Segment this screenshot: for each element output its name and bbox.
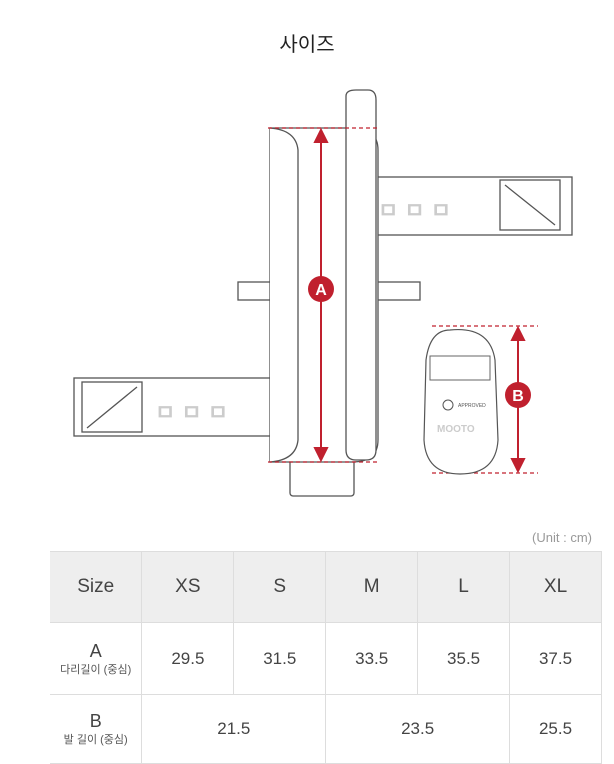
label-a-badge [308, 276, 334, 302]
page-title: 사이즈 [279, 34, 335, 56]
header-cell: M [325, 551, 419, 623]
header-cell: L [417, 551, 511, 623]
header-cell: XS [141, 551, 235, 623]
table-cell: 33.5 [325, 622, 419, 695]
label-a: A [315, 282, 327, 299]
table-cell: 31.5 [233, 622, 327, 695]
table-cell: 23.5 [325, 694, 511, 764]
header-row: Size XS S M L XL [50, 551, 602, 623]
header-cell: XL [509, 551, 602, 623]
unit-label: (Unit : cm) [532, 530, 592, 545]
approved-badge: APPROVED [458, 403, 486, 409]
foot-guard [423, 328, 499, 475]
shin-guard-diagram: ㅁ ㅁ ㅁ ㅁ ㅁ ㅁ APPROVED MOOTO A B [73, 89, 573, 497]
brand-logo: MOOTO [437, 424, 475, 435]
table-cell: 35.5 [417, 622, 511, 695]
label-b: B [512, 388, 524, 405]
header-cell: Size [50, 551, 143, 623]
header-cell: S [233, 551, 327, 623]
label-b-badge [505, 382, 531, 408]
svg-text:ㅁ ㅁ ㅁ: ㅁ ㅁ ㅁ [155, 400, 228, 425]
table-cell: 21.5 [141, 694, 327, 764]
table-cell: 29.5 [141, 622, 235, 695]
table-cell: 25.5 [509, 694, 602, 764]
svg-text:ㅁ ㅁ ㅁ: ㅁ ㅁ ㅁ [378, 198, 451, 223]
table-cell: 37.5 [509, 622, 602, 695]
